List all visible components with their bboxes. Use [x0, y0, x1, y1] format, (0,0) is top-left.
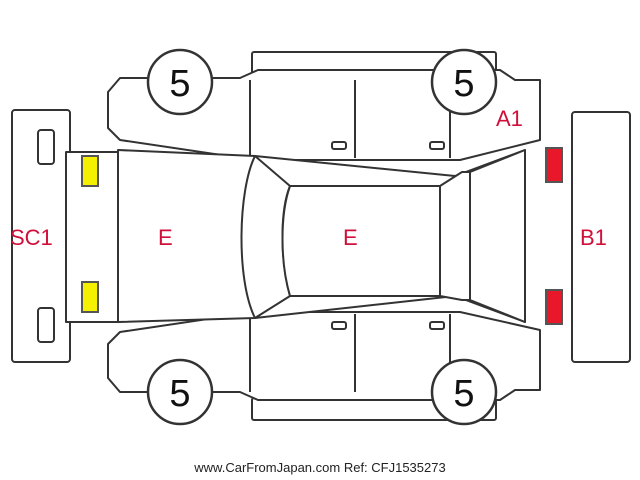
- rear-right-light: [81, 281, 99, 313]
- damage-code-roof-rear: E: [158, 225, 173, 250]
- damage-code-front-bumper: B1: [580, 225, 607, 250]
- tire-rear-left: 5: [146, 48, 214, 116]
- damage-code-front-quarter: A1: [496, 106, 523, 131]
- damage-code-roof-front: E: [343, 225, 358, 250]
- tire-rear-left-value: 5: [169, 63, 190, 105]
- tire-front-left: 5: [430, 48, 498, 116]
- tire-rear-right: 5: [146, 358, 214, 426]
- watermark-text: www.CarFromJapan.com Ref: CFJ1535273: [193, 460, 445, 475]
- tire-front-right-value: 5: [453, 373, 474, 415]
- rear-left-light: [81, 155, 99, 187]
- tire-rear-right-value: 5: [169, 373, 190, 415]
- front-bumper: [571, 111, 631, 363]
- front-left-light: [545, 147, 563, 183]
- damage-code-rear-bumper: SC1: [10, 225, 53, 250]
- front-right-light: [545, 289, 563, 325]
- tire-front-left-value: 5: [453, 63, 474, 105]
- car-body-top-view: [65, 149, 526, 323]
- tire-front-right: 5: [430, 358, 498, 426]
